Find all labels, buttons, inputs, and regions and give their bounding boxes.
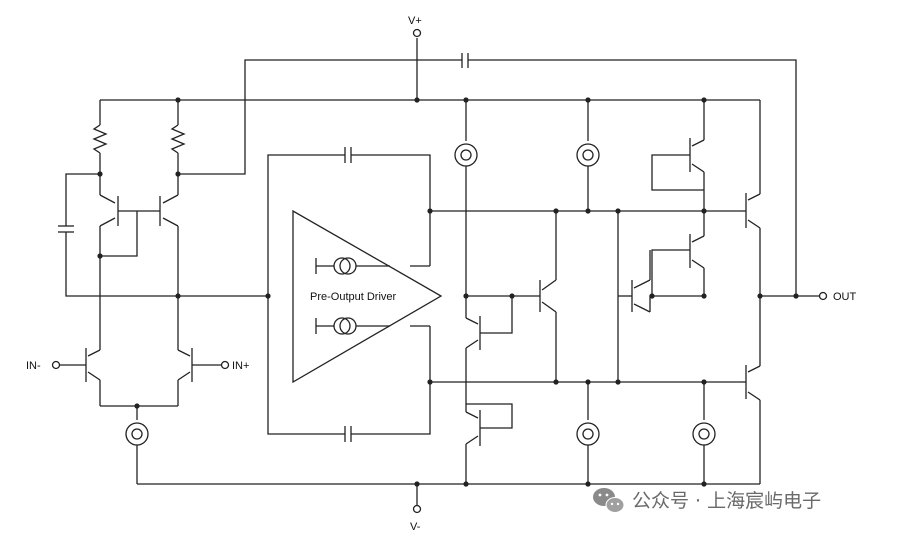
out-terminal <box>818 291 828 301</box>
supply-rails <box>100 38 760 505</box>
terminals <box>51 28 828 514</box>
vminus-label: V- <box>410 521 421 533</box>
input-stage <box>58 100 268 484</box>
in-plus-terminal <box>220 360 230 370</box>
junction-dots <box>97 97 799 487</box>
out-label: OUT <box>833 291 857 303</box>
in-plus-label: IN+ <box>232 360 249 372</box>
pre-output-driver-block <box>267 147 740 442</box>
vminus-terminal <box>412 504 422 514</box>
in-minus-terminal <box>51 360 61 370</box>
vplus-terminal <box>412 28 422 38</box>
watermark: 公众号 · 上海宸屿电子 <box>593 488 821 513</box>
wechat-logo-icon <box>593 488 625 513</box>
watermark-text: 公众号 · 上海宸屿电子 <box>632 490 821 512</box>
in-minus-label: IN- <box>26 360 41 372</box>
bias-network <box>454 100 716 484</box>
driver-label: Pre-Output Driver <box>310 291 397 303</box>
output-stage <box>740 100 819 484</box>
vplus-label: V+ <box>408 15 422 27</box>
top-feedback-capacitor <box>178 53 797 296</box>
